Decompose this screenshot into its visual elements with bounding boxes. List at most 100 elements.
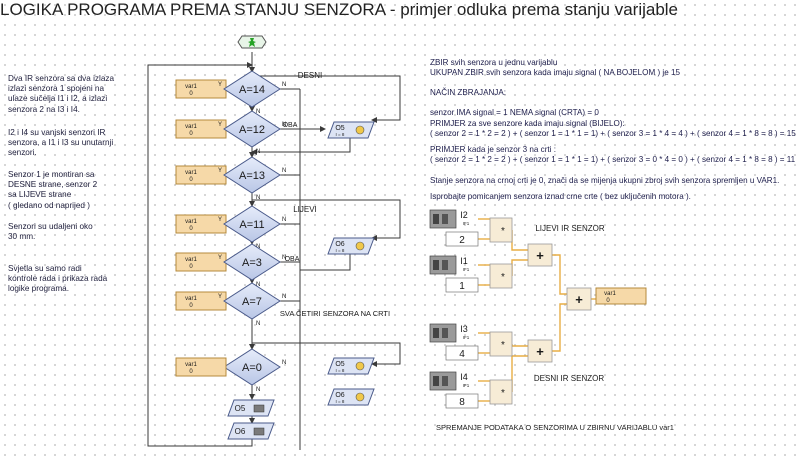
sensor-sub: IF1 [463,335,470,340]
output-label: O5 [235,404,246,413]
output-label: O6 [335,392,344,399]
flow-line [252,75,401,123]
var-name: var1 [185,219,197,225]
note-sensors-wiring: Dva IR senzora sa dva izlaza izlazi senz… [8,74,115,114]
label-desni-ir: DESNI IR SENZOR [534,374,604,383]
constant-value: 2 [459,235,465,246]
var-name: var1 [604,291,616,297]
var-value: 0 [189,369,193,375]
note-signal-values: senzor IMA signal = 1 NEMA signal (CRTA)… [430,108,599,117]
sensor-sub: IF1 [463,267,470,272]
sensor-label: I4 [460,372,468,382]
output-o6-zero[interactable]: O6I = 8 [327,388,375,406]
var-value: 0 [606,298,610,304]
sensor-detail-icon [442,328,448,338]
decision-shape [223,243,281,281]
sensor-detail-icon [442,376,448,386]
no-marker: N [282,82,286,88]
decision-shape [223,156,281,194]
output-sub: I = 8 [336,368,345,373]
output-shape [327,121,375,139]
output-o6-motor[interactable]: O6 [227,422,275,440]
constant-value: 4 [459,349,465,360]
note-distance: Senzori su udaljeni oko 30 mm. [8,222,93,242]
note-black-line-state: Stanje senzora na crnoj crti je 0, znači… [430,176,780,185]
note-example1-heading: PRIMJER za sve senzore kada imaju signal… [430,119,625,128]
sensor-detail-icon [433,328,439,338]
no-marker: N [282,168,286,174]
sum-wire [552,303,567,352]
note-total-sum: UKUPAN ZBIR svih senzora kada imaju sign… [430,68,680,77]
output-o5-motor[interactable]: O5 [227,399,275,417]
note-mounting: Senzor 1 je montiran sa DESNE strane, se… [8,170,98,210]
flow-line [300,254,351,271]
decision-shape [223,110,281,148]
mul-rect [489,331,513,357]
output-o5-zero[interactable]: O5I = 8 [327,357,375,375]
sum-wire [511,230,528,251]
output-o5-desni[interactable]: O5I = 8 [327,121,375,139]
constant-box [445,277,479,293]
decision-shape [223,205,281,243]
sensor-detail-icon [442,214,448,224]
decision-A-eq-0[interactable]: A=0YNN [218,348,286,393]
no-marker-bottom: N [256,321,260,327]
caption-spremanje: SPREMANJE PODATAKA O SENZORIMA U ZBIRNU … [436,423,674,432]
output-shape [327,357,375,375]
no-marker: N [282,217,286,223]
no-marker: N [282,255,286,261]
mul-rect [489,379,513,405]
constant-box [445,393,479,409]
no-marker-bottom: N [256,149,260,155]
var-value: 0 [189,131,193,137]
plus-rect [527,243,553,267]
var-value: 0 [189,91,193,97]
note-try-moving: Isprobajte pomicanjem senzora iznad crne… [430,192,691,201]
note-inner-outer-sensors: I2 i I4 su vanjski senzori IR senzora, a… [8,128,114,158]
multiply-block: * [489,331,513,357]
plus-block-lijevi: + [527,243,553,267]
sensor-sub: IF1 [463,383,470,388]
flow-line [252,342,401,367]
note-example1-formula: ( senzor 2 = 1 * 2 = 2 ) + ( senzor 1 = … [430,129,796,138]
note-method-heading: NAČIN ZBRAJANJA: [430,88,507,97]
plus-rect [566,287,592,311]
no-marker: N [282,360,286,366]
sensor-label: I1 [460,256,468,266]
var-value: 0 [189,303,193,309]
yes-marker: Y [218,294,222,300]
no-marker: N [282,122,286,128]
decision-label: A=11 [239,219,264,231]
label-lijevi: LIJEVI [293,205,317,214]
output-o6-lijevi[interactable]: O6I = 8 [327,237,375,255]
output-label: O6 [235,427,246,436]
output-sub: I = 8 [336,399,345,404]
mul-rect [489,263,513,289]
mul-rect [489,217,513,243]
flow-line [251,138,351,155]
plus-sign: + [536,344,544,359]
var-rect [595,287,647,305]
sensor-label: I3 [460,324,468,334]
no-marker-bottom: N [256,387,260,393]
var-name: var1 [185,124,197,130]
mul-sign: * [501,272,505,283]
sum-wire [511,344,528,347]
sum-wire [511,259,528,276]
output-label: O5 [335,125,344,132]
start-block[interactable] [237,35,267,49]
constant-value: 1 [459,281,465,292]
